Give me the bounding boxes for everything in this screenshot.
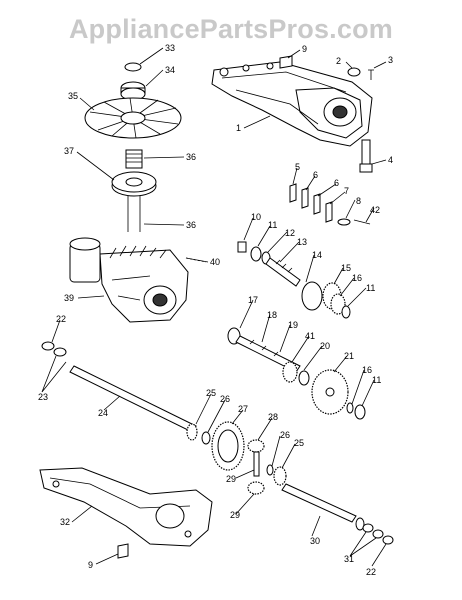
- label-32: 32: [60, 517, 70, 527]
- label-24: 24: [98, 408, 108, 418]
- bearing-34-drawing: [120, 81, 146, 101]
- shaft-4-drawing: [359, 139, 373, 173]
- fan-35-drawing: [84, 97, 182, 139]
- label-16-upper: 16: [352, 273, 362, 283]
- axle-30-drawing: [281, 483, 394, 545]
- shaft-18-assembly-drawing: [227, 327, 366, 420]
- plug-bottom-drawing: [117, 543, 129, 559]
- label-27: 27: [238, 404, 248, 414]
- label-6-top: 6: [313, 170, 318, 180]
- label-41: 41: [305, 331, 315, 341]
- label-42: 42: [370, 205, 380, 215]
- label-34: 34: [165, 65, 175, 75]
- label-9-bottom: 9: [88, 560, 93, 570]
- label-21: 21: [344, 351, 354, 361]
- label-33: 33: [165, 43, 175, 53]
- label-11-upper-a: 11: [268, 220, 277, 230]
- differential-28-drawing: [247, 439, 287, 495]
- label-1: 1: [236, 123, 241, 133]
- label-13: 13: [297, 237, 307, 247]
- label-23: 23: [38, 392, 48, 402]
- label-11-lower: 11: [372, 375, 381, 385]
- lower-housing-32-drawing: [39, 467, 213, 547]
- upper-housing-drawing: [211, 61, 373, 147]
- pulley-37-drawing: [111, 171, 157, 197]
- bushing-2-drawing: [347, 67, 361, 77]
- shift-parts-drawing: [289, 183, 371, 226]
- bolts-36-drawing: [127, 196, 141, 232]
- label-10: 10: [251, 212, 261, 222]
- label-12: 12: [285, 228, 295, 238]
- label-40: 40: [210, 257, 220, 267]
- label-19: 19: [288, 320, 298, 330]
- axle-24-drawing: [41, 341, 211, 445]
- label-7: 7: [344, 186, 349, 196]
- label-29-upper: 29: [226, 474, 236, 484]
- cap-33-drawing: [124, 62, 142, 72]
- label-28: 28: [268, 412, 278, 422]
- label-18: 18: [267, 310, 277, 320]
- label-4: 4: [388, 155, 393, 165]
- label-8: 8: [356, 196, 361, 206]
- shaft-13-assembly-drawing: [237, 241, 351, 319]
- label-29-lower: 29: [230, 510, 240, 520]
- label-37: 37: [64, 146, 74, 156]
- label-22-bottom: 22: [366, 567, 376, 577]
- ring-gear-27-drawing: [211, 421, 245, 471]
- hub-36-drawing: [125, 149, 143, 169]
- label-15: 15: [341, 263, 351, 273]
- plug-top-drawing: [279, 55, 293, 69]
- label-17: 17: [248, 295, 258, 305]
- watermark-text: AppliancePartsPros.com: [68, 14, 393, 44]
- label-14: 14: [312, 250, 322, 260]
- leader-lines: [41, 47, 387, 567]
- label-9-top: 9: [302, 44, 307, 54]
- label-22-top: 22: [56, 314, 66, 324]
- label-3: 3: [388, 55, 393, 65]
- label-6-mid: 6: [334, 178, 339, 188]
- label-25-lower: 25: [294, 438, 304, 448]
- part-labels: 33 34 9 2 3 35 1 37 36 4 36 5 6 6 7 8 42…: [38, 43, 393, 577]
- label-35: 35: [68, 91, 78, 101]
- label-2: 2: [336, 56, 341, 66]
- label-30: 30: [310, 536, 320, 546]
- label-16-lower: 16: [362, 365, 372, 375]
- screw-3-drawing: [368, 69, 374, 80]
- label-26-upper: 26: [220, 394, 230, 404]
- label-26-lower: 26: [280, 430, 290, 440]
- label-25-upper: 25: [206, 388, 216, 398]
- label-20: 20: [320, 341, 330, 351]
- label-11-upper-b: 11: [366, 283, 375, 293]
- label-31: 31: [344, 554, 354, 564]
- label-5-top: 5: [295, 162, 300, 172]
- label-36-bottom: 36: [186, 220, 196, 230]
- label-36-top: 36: [186, 152, 196, 162]
- pump-39-drawing: [69, 237, 189, 323]
- label-39: 39: [64, 293, 74, 303]
